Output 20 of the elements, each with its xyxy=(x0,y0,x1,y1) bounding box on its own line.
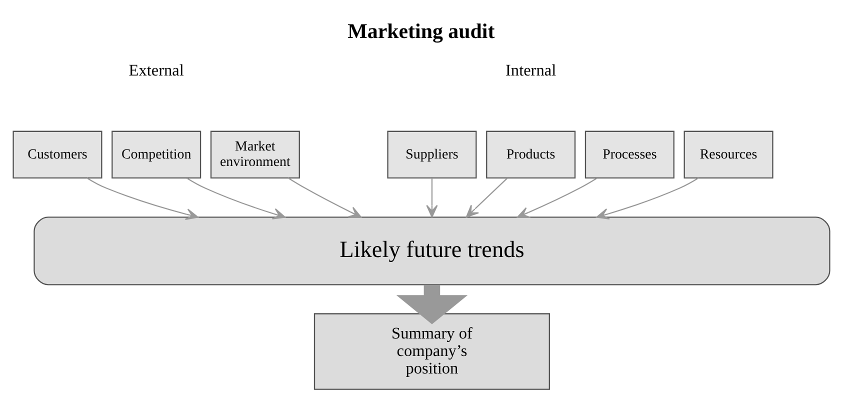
node-box: Customers xyxy=(12,130,102,178)
label: External xyxy=(128,60,184,80)
node-box: Competition xyxy=(112,130,202,178)
arrow xyxy=(596,178,699,220)
node-box: Products xyxy=(486,130,576,178)
arrow xyxy=(186,178,286,220)
label: Internal xyxy=(506,60,556,80)
node-box: Processes xyxy=(584,130,674,178)
arrow xyxy=(86,177,198,220)
arrow xyxy=(426,178,438,218)
arrow xyxy=(516,178,598,218)
node-box: Likely future trends xyxy=(34,216,830,286)
node-box: Market environment xyxy=(210,130,300,178)
arrow xyxy=(396,284,468,324)
node-box: Suppliers xyxy=(387,130,477,178)
arrow xyxy=(466,178,508,218)
node-box: Resources xyxy=(684,130,774,178)
arrow xyxy=(288,177,362,218)
node-box: Summary of company’s position xyxy=(314,313,550,390)
diagram-title: Marketing audit xyxy=(348,18,495,43)
